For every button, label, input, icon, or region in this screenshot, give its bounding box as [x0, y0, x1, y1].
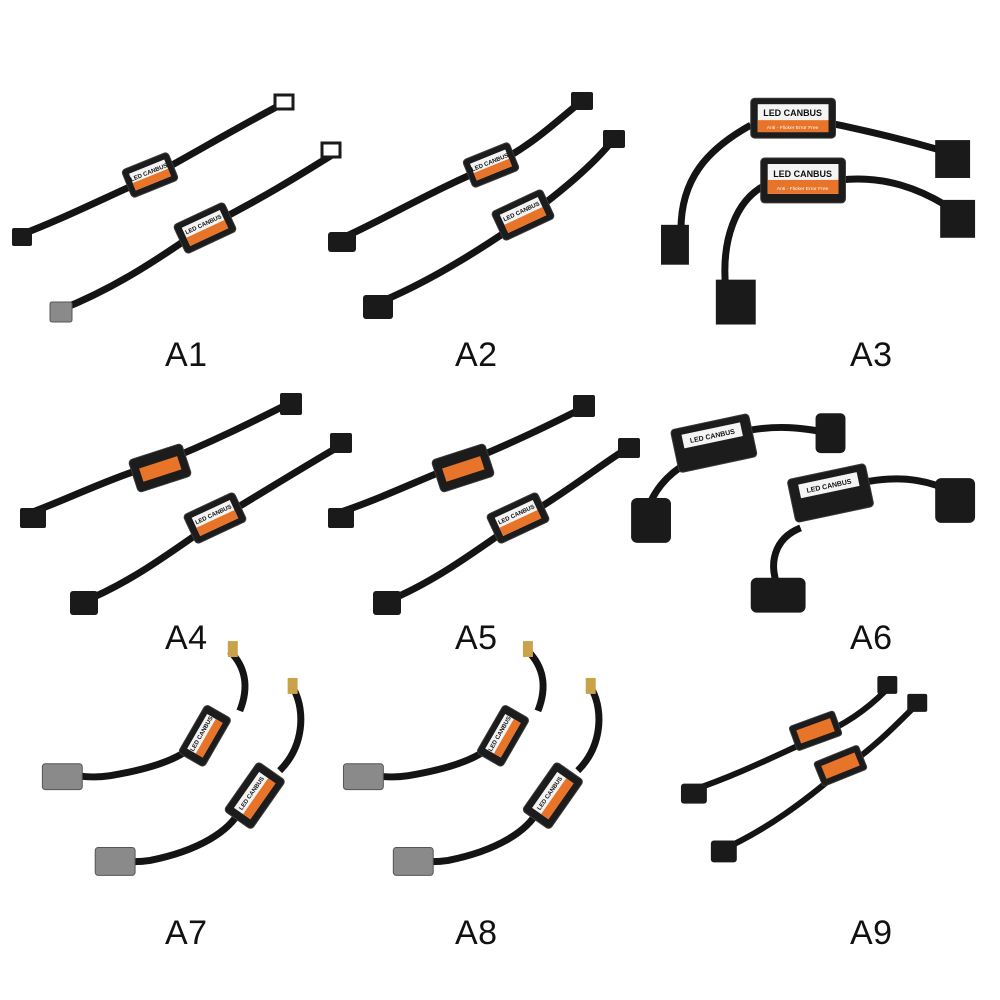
item-a3: LED CANBUS Anti - Flicker Error Free LED… [661, 0, 999, 372]
harness-image-a1: LED CANBUS LED CANBUS [12, 93, 342, 323]
harness-image-a3: LED CANBUS Anti - Flicker Error Free LED… [661, 97, 976, 325]
item-a2: LED CANBUS LED CANBUS A2 [328, 0, 666, 372]
item-label-a2: A2 [455, 336, 498, 374]
item-a8: LED CANBUS LED CANBUS A8 [333, 641, 666, 999]
item-label-a9: A9 [850, 914, 893, 952]
connector-a1-1 [12, 228, 32, 246]
item-a4: LED CANBUS A4 [0, 333, 352, 666]
harness-image-a8: LED CANBUS LED CANBUS [342, 641, 603, 876]
harness-image-a2: LED CANBUS LED CANBUS [328, 92, 625, 319]
item-label-a1: A1 [165, 336, 208, 374]
item-label-a6: A6 [850, 619, 893, 657]
item-label-a7: A7 [165, 914, 208, 952]
item-a9: A9 [666, 666, 999, 999]
item-label-a8: A8 [455, 914, 498, 952]
box-label-a3-1: LED CANBUS [763, 108, 822, 118]
item-label-a5: A5 [455, 619, 498, 657]
item-a1: LED CANBUS LED CANBUS A1 [0, 0, 342, 372]
harness-image-a5: LED CANBUS [328, 395, 640, 615]
harness-image-a4: LED CANBUS [20, 393, 352, 615]
harness-image-a6: LED CANBUS LED CANBUS [631, 413, 976, 613]
harness-image-a7: LED CANBUS LED CANBUS [41, 641, 305, 876]
item-label-a3: A3 [850, 336, 893, 374]
harness-image-a9 [680, 675, 928, 863]
item-a7: LED CANBUS LED CANBUS A7 [0, 641, 333, 999]
item-label-a4: A4 [165, 619, 208, 657]
box-sublabel-a3-2: Anti - Flicker Error Free [777, 186, 829, 192]
box-label-a3-2: LED CANBUS [773, 169, 832, 179]
item-a6: LED CANBUS LED CANBUS A6 [631, 333, 999, 666]
item-a5: LED CANBUS A5 [328, 333, 666, 666]
box-sublabel-a3-1: Anti - Flicker Error Free [767, 125, 819, 131]
